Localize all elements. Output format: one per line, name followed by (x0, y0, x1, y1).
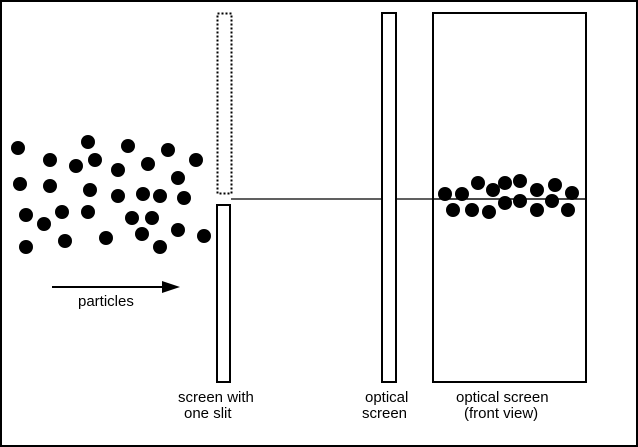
particle (58, 234, 72, 248)
incoming-particles (11, 135, 211, 254)
slit-screen-lower (216, 204, 231, 383)
optical-screen-side (381, 12, 397, 383)
particle (43, 153, 57, 167)
hit (565, 186, 579, 200)
particle (19, 208, 33, 222)
hit (513, 194, 527, 208)
slit-screen-upper (216, 12, 233, 195)
hit (530, 183, 544, 197)
particle (141, 157, 155, 171)
particle (135, 227, 149, 241)
particle (83, 183, 97, 197)
particle (99, 231, 113, 245)
particle (19, 240, 33, 254)
particle (11, 141, 25, 155)
particle (125, 211, 139, 225)
particle (81, 205, 95, 219)
particle (111, 189, 125, 203)
particle (153, 240, 167, 254)
particle (55, 205, 69, 219)
hit (486, 183, 500, 197)
particles-arrow (52, 281, 180, 293)
particle (177, 191, 191, 205)
particle (121, 139, 135, 153)
particle (189, 153, 203, 167)
particle (161, 143, 175, 157)
detected-particles (438, 174, 579, 219)
hit (465, 203, 479, 217)
particle (145, 211, 159, 225)
optical-screen-caption-line2: screen (362, 405, 407, 422)
particle (37, 217, 51, 231)
hit (530, 203, 544, 217)
hit (471, 176, 485, 190)
hit (513, 174, 527, 188)
slit-screen-caption-line1: screen with (178, 389, 254, 406)
arrow-head-icon (162, 281, 180, 293)
hit (498, 196, 512, 210)
front-view-caption-line2: (front view) (464, 405, 538, 422)
hit (498, 176, 512, 190)
hit (446, 203, 460, 217)
particle (81, 135, 95, 149)
hit (455, 187, 469, 201)
front-view-caption-line1: optical screen (456, 389, 549, 406)
hit (438, 187, 452, 201)
particles-label: particles (78, 293, 134, 310)
hit (548, 178, 562, 192)
particle (43, 179, 57, 193)
particle (197, 229, 211, 243)
hit (482, 205, 496, 219)
hit (561, 203, 575, 217)
optical-screen-front (432, 12, 587, 383)
optical-screen-caption-line1: optical (365, 389, 408, 406)
particle (171, 223, 185, 237)
particle (13, 177, 27, 191)
particle (136, 187, 150, 201)
particle (171, 171, 185, 185)
slit-screen-caption-line2: one slit (184, 405, 232, 422)
particle (88, 153, 102, 167)
particle (153, 189, 167, 203)
hit (545, 194, 559, 208)
particle (69, 159, 83, 173)
particle (111, 163, 125, 177)
